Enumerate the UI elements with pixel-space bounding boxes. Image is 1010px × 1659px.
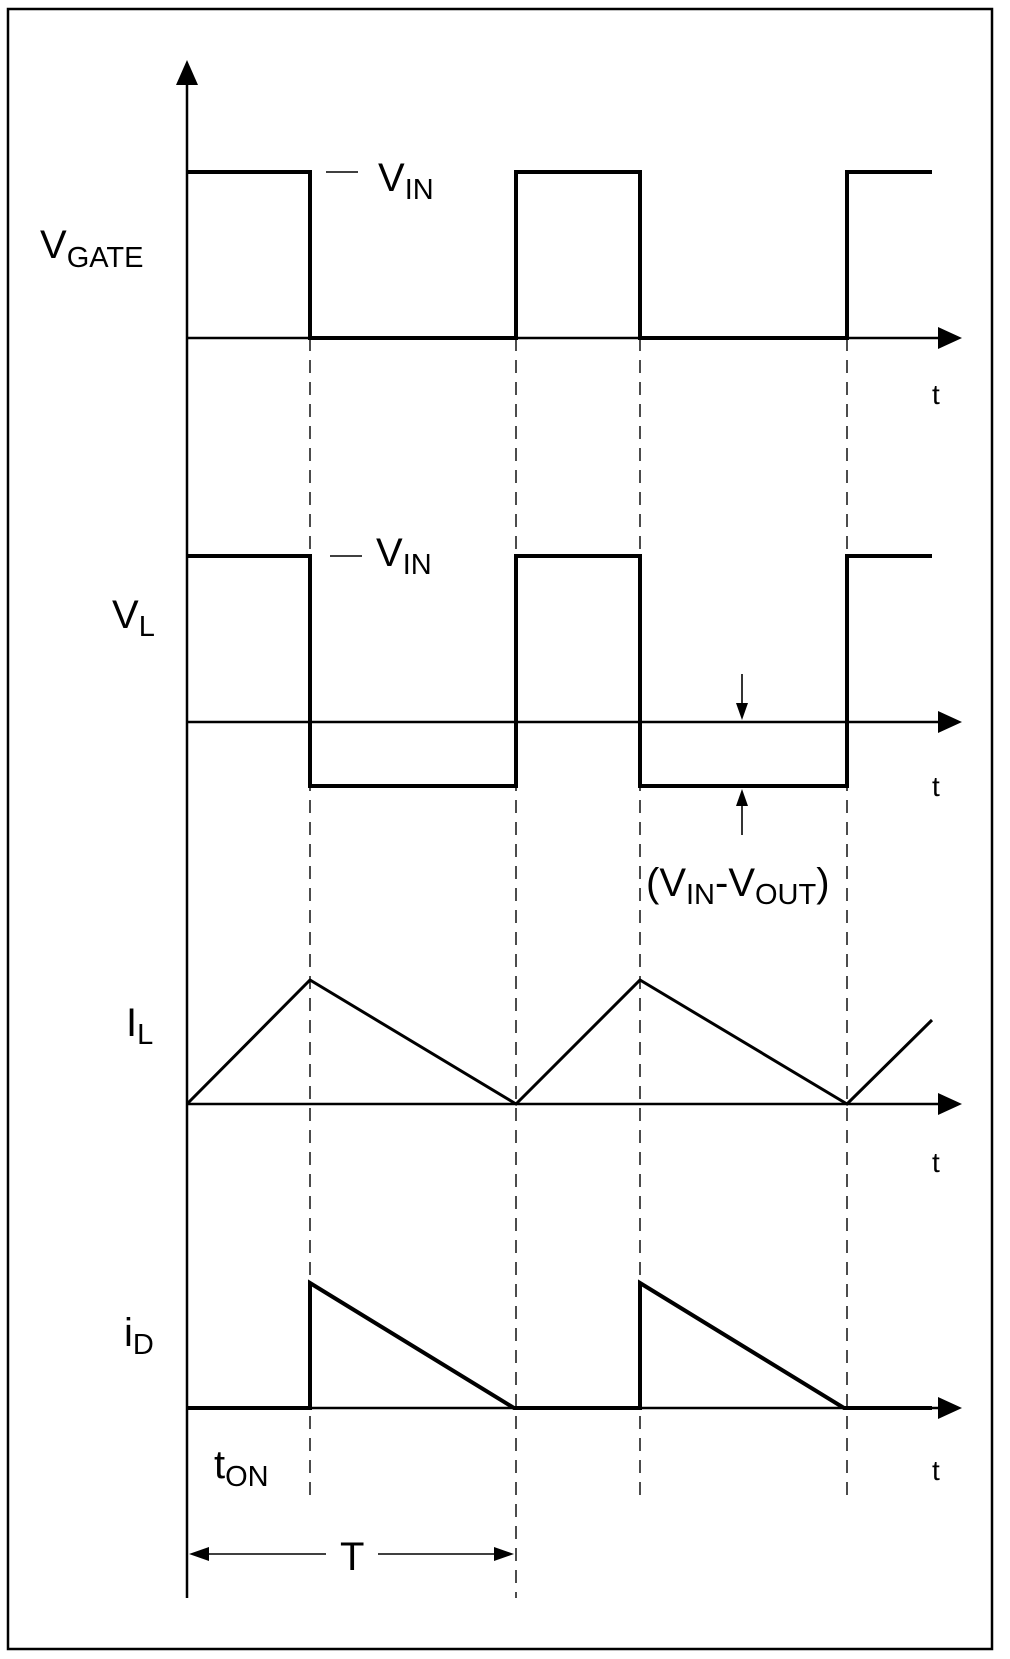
il-waveform xyxy=(185,978,934,1106)
vgate-t-label: t xyxy=(932,379,940,410)
vl-label: VL xyxy=(112,593,155,643)
vin-gate-label: VIN xyxy=(378,156,434,206)
id-axis-arrow xyxy=(938,1397,962,1419)
dashed-guides xyxy=(309,338,848,1598)
period-right-arrowhead xyxy=(494,1547,514,1561)
vl-waveform xyxy=(187,554,932,788)
vgate-waveform xyxy=(187,170,932,340)
il-label: IL xyxy=(126,1001,153,1051)
vl-axis-arrow xyxy=(938,711,962,733)
dim-arrow-top-head xyxy=(736,703,748,720)
vin-minus-vout-label: (VIN-VOUT) xyxy=(646,861,830,911)
il-t-label: t xyxy=(932,1147,940,1178)
id-t-label: t xyxy=(932,1455,940,1486)
vin-l-label: VIN xyxy=(376,531,432,581)
il-axis-arrow xyxy=(938,1093,962,1115)
ton-label: tON xyxy=(214,1443,269,1493)
vgate-axis-arrow xyxy=(938,327,962,349)
dim-arrow-bottom-head xyxy=(736,789,748,806)
vl-t-label: t xyxy=(932,771,940,802)
period-label: T xyxy=(340,1535,364,1579)
period-left-arrowhead xyxy=(189,1547,209,1561)
diagram-frame xyxy=(6,7,994,1651)
vgate-label: VGATE xyxy=(40,223,144,274)
id-label: iD xyxy=(124,1311,154,1361)
id-waveform xyxy=(187,1279,932,1410)
vertical-axis-arrow xyxy=(176,60,198,85)
